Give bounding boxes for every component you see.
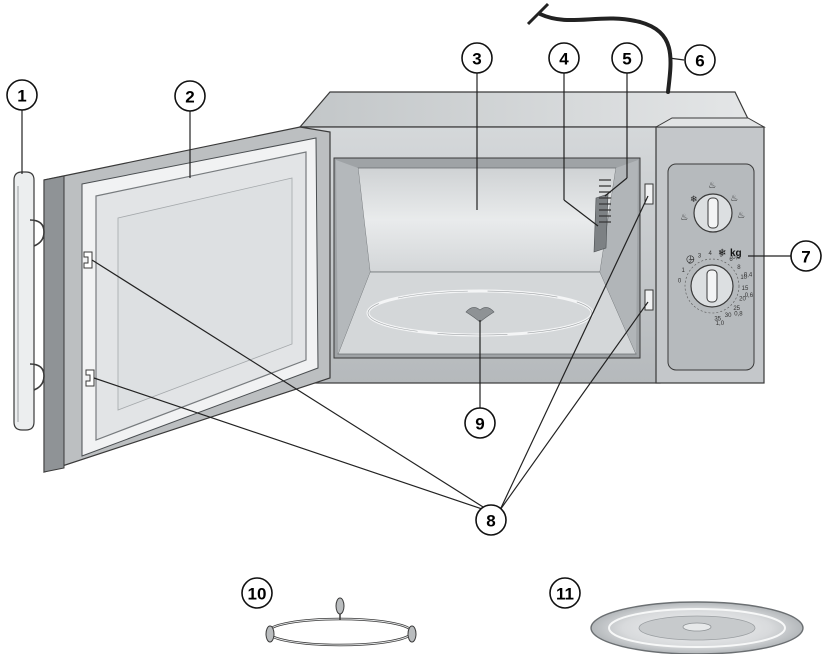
timer-mark: 0 — [678, 278, 682, 284]
timer-dial-ring — [684, 258, 740, 314]
callout-number: 4 — [559, 50, 569, 69]
callout-circle — [475, 504, 507, 536]
callout-waveguide-cover: 4 — [548, 42, 580, 74]
timer-mark: 30 — [725, 313, 732, 319]
timer-mark: 25 — [733, 306, 740, 312]
callout-circle — [790, 240, 822, 272]
power-mid-icon: ♨ — [708, 181, 716, 191]
defrost-weight-icon: ❄ — [718, 248, 726, 259]
callout-number: 6 — [695, 52, 704, 71]
callout-number: 5 — [622, 50, 631, 69]
callout-circle — [548, 42, 580, 74]
leader-lines — [21, 57, 791, 513]
door-hook-lower — [85, 369, 95, 387]
interlock-slot-lower — [644, 289, 654, 311]
glass-turntable — [590, 601, 804, 654]
cavity-back — [357, 167, 617, 273]
timer-mark: 15 — [742, 286, 749, 292]
callout-door-safety-lock-system: 8 — [475, 504, 507, 536]
callout-number: 9 — [475, 415, 484, 434]
weight-mark: 0,8 — [734, 311, 743, 317]
callout-number: 11 — [556, 585, 574, 604]
roller-wheel-top — [335, 597, 345, 615]
callout-number: 8 — [486, 512, 495, 531]
weight-mark: 1,0 — [716, 321, 725, 327]
door-window-inset — [117, 177, 293, 411]
power-low-icon: ♨ — [680, 213, 688, 223]
roller-wheel-left — [265, 625, 275, 643]
callout-circle — [241, 577, 273, 609]
callout-number: 1 — [17, 87, 26, 106]
weight-unit-label: kg — [730, 248, 742, 259]
oven-door — [43, 126, 331, 473]
power-cord — [538, 12, 673, 94]
callout-control-panel: 7 — [790, 240, 822, 272]
weight-mark: 0,2 — [732, 255, 741, 261]
callout-circle — [174, 80, 206, 112]
timer-mark: 4 — [709, 251, 713, 257]
oven-cavity — [333, 157, 641, 359]
power-cord-plug-end — [526, 2, 550, 26]
cavity-left-wall — [336, 160, 370, 354]
door-side-edge — [43, 175, 65, 473]
callout-number: 3 — [472, 50, 481, 69]
callout-circle — [549, 577, 581, 609]
callout-number: 2 — [185, 88, 194, 107]
callout-oven-cavity: 3 — [461, 42, 493, 74]
timer-mark: 10 — [740, 275, 747, 281]
turntable-coupler — [465, 307, 495, 323]
callout-turntable-coupler: 9 — [464, 407, 496, 439]
power-max-icon: ♨ — [737, 211, 745, 221]
door-latch-hooks — [13, 171, 45, 431]
callout-roller-ring: 10 — [241, 577, 273, 609]
callout-power-cord: 6 — [684, 44, 716, 76]
callout-circle — [461, 42, 493, 74]
callout-circle — [464, 407, 496, 439]
timer-mark: 5 — [720, 252, 724, 258]
timer-mark: 35 — [714, 317, 721, 323]
timer-mark: 6 — [729, 257, 733, 263]
callout-circle — [684, 44, 716, 76]
door-hook-upper — [83, 251, 93, 269]
weight-mark: 0,6 — [745, 293, 754, 299]
callout-circle — [6, 79, 38, 111]
power-level-icons: ❄ ♨ ♨ ♨ ♨ — [680, 181, 745, 223]
callout-glass-turntable: 11 — [549, 577, 581, 609]
clock-icon: ◷ — [686, 254, 695, 265]
callout-number: 7 — [801, 248, 810, 267]
callout-door-window: 2 — [174, 80, 206, 112]
callout-circle — [611, 42, 643, 74]
weight-mark: 0,4 — [744, 272, 753, 278]
defrost-icon: ❄ — [690, 195, 698, 205]
timer-mark: 2 — [688, 259, 692, 265]
callout-number: 10 — [248, 585, 267, 604]
timer-mark: 8 — [737, 265, 741, 271]
timer-mark: 3 — [698, 254, 702, 260]
waveguide-cover — [593, 193, 609, 253]
timer-mark: 20 — [739, 297, 746, 303]
timer-mark: 1 — [682, 268, 686, 274]
control-column-top — [654, 117, 766, 128]
interlock-slot-upper — [644, 183, 654, 205]
power-high-icon: ♨ — [730, 194, 738, 204]
callout-door-latch-hooks: 1 — [6, 79, 38, 111]
roller-ring — [265, 597, 417, 647]
callout-ventilation-opening: 5 — [611, 42, 643, 74]
roller-wheel-right — [407, 625, 417, 643]
